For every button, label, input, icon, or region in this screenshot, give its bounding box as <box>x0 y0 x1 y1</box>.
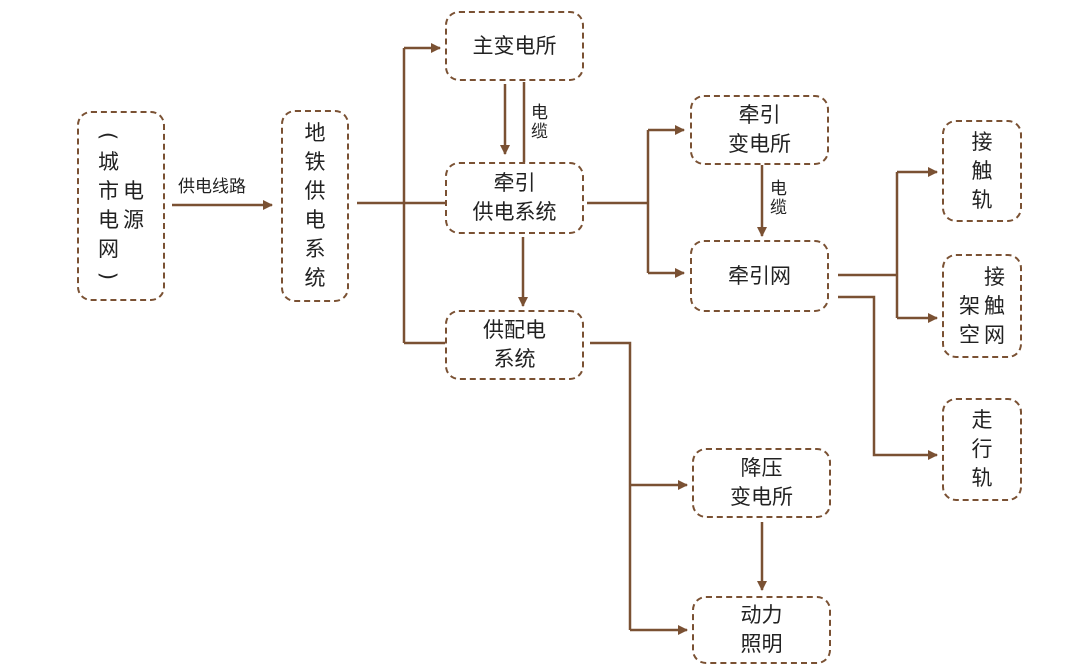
supply-line-label: 供电线路 <box>178 177 246 197</box>
overhead-catenary-node: 架 空 接 触 网 <box>942 254 1022 358</box>
edge-distribution-branch <box>590 341 632 630</box>
running-rail-node: 走 行 轨 <box>942 398 1022 501</box>
city-grid-node: ( 城 市 电 网 ) 电 源 <box>77 111 165 301</box>
contact-rail-node: 接 触 轨 <box>942 120 1022 222</box>
power-lighting-node: 动力 照明 <box>692 596 831 664</box>
traction-substation-node: 牵引 变电所 <box>690 95 829 165</box>
main-substation-node: 主变电所 <box>445 11 584 81</box>
edge-to-running-rail <box>838 295 938 460</box>
stepdown-substation-node: 降压 变电所 <box>692 448 831 518</box>
traction-supply-system-node: 牵引 供电系统 <box>445 162 584 234</box>
metro-power-system-node: 地 铁 供 电 系 统 <box>281 110 349 302</box>
cable-label-1: 电 缆 <box>531 103 548 142</box>
distribution-system-node: 供配电 系统 <box>445 310 584 380</box>
traction-network-node: 牵引网 <box>690 240 829 312</box>
cable-label-2: 电 缆 <box>770 179 787 218</box>
